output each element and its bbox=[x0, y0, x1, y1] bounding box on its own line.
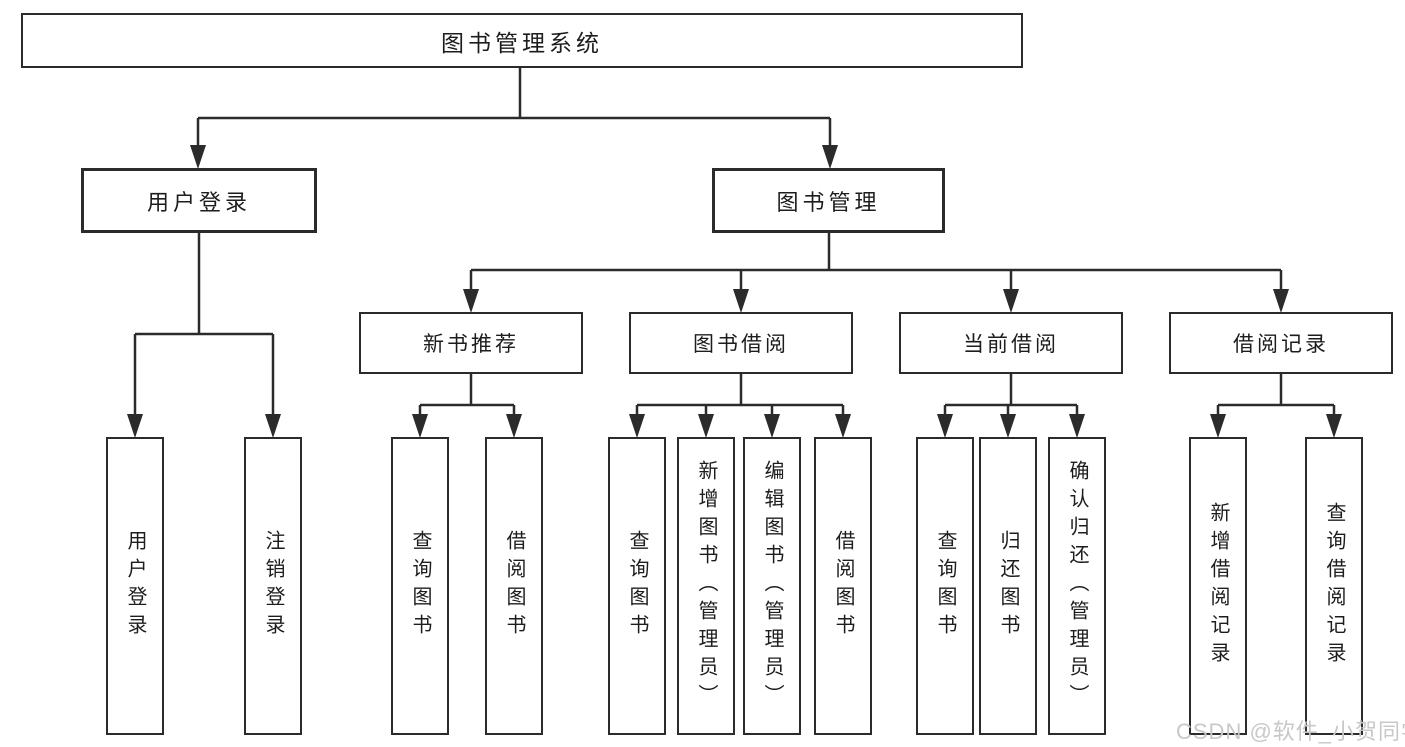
node-label: 图书管理 bbox=[776, 189, 881, 215]
node-label: 查询图书 bbox=[409, 530, 431, 642]
node-borrow-records: 借阅记录 bbox=[1169, 312, 1393, 374]
leaf-edit-books-admin: 编辑图书（管理员） bbox=[743, 437, 801, 735]
node-label: 借阅图书 bbox=[503, 530, 525, 642]
node-label: 借阅记录 bbox=[1233, 333, 1329, 356]
node-label: 查询图书 bbox=[626, 530, 648, 642]
node-current-borrow: 当前借阅 bbox=[899, 312, 1123, 374]
leaf-return-books: 归还图书 bbox=[979, 437, 1037, 735]
leaf-add-borrow-record: 新增借阅记录 bbox=[1189, 437, 1247, 735]
node-label: 图书借阅 bbox=[693, 333, 789, 356]
node-label: 归还图书 bbox=[997, 530, 1019, 642]
node-label: 编辑图书（管理员） bbox=[761, 460, 783, 712]
leaf-logout: 注销登录 bbox=[244, 437, 302, 735]
leaf-borrow-books-recommend: 借阅图书 bbox=[485, 437, 543, 735]
node-label: 查询借阅记录 bbox=[1323, 502, 1345, 670]
node-label: 用户登录 bbox=[124, 530, 146, 642]
node-label: 图书管理系统 bbox=[441, 29, 603, 56]
csdn-watermark: CSDN @软件_小贺同学 bbox=[1176, 719, 1405, 744]
leaf-user-login: 用户登录 bbox=[106, 437, 164, 735]
node-label: 查询图书 bbox=[934, 530, 956, 642]
leaf-query-books-borrow: 查询图书 bbox=[608, 437, 666, 735]
node-user-login: 用户登录 bbox=[81, 168, 317, 233]
leaf-confirm-return-admin: 确认归还（管理员） bbox=[1048, 437, 1106, 735]
node-label: 当前借阅 bbox=[963, 333, 1059, 356]
node-label: 注销登录 bbox=[262, 530, 284, 642]
leaf-query-books-current: 查询图书 bbox=[916, 437, 974, 735]
node-label: 新书推荐 bbox=[423, 333, 519, 356]
node-book-borrow: 图书借阅 bbox=[629, 312, 853, 374]
node-new-book-recommend: 新书推荐 bbox=[359, 312, 583, 374]
node-book-management: 图书管理 bbox=[712, 168, 945, 233]
leaf-query-books-recommend: 查询图书 bbox=[391, 437, 449, 735]
node-root-library-management-system: 图书管理系统 bbox=[21, 13, 1023, 68]
node-label: 借阅图书 bbox=[832, 530, 854, 642]
node-label: 新增图书（管理员） bbox=[695, 460, 717, 712]
arrowheads bbox=[127, 145, 1342, 438]
node-label: 用户登录 bbox=[146, 189, 251, 215]
node-label: 确认归还（管理员） bbox=[1066, 460, 1088, 712]
leaf-borrow-books: 借阅图书 bbox=[814, 437, 872, 735]
leaf-query-borrow-record: 查询借阅记录 bbox=[1305, 437, 1363, 735]
node-label: 新增借阅记录 bbox=[1207, 502, 1229, 670]
branch-lines bbox=[133, 68, 1336, 418]
leaf-add-books-admin: 新增图书（管理员） bbox=[677, 437, 735, 735]
